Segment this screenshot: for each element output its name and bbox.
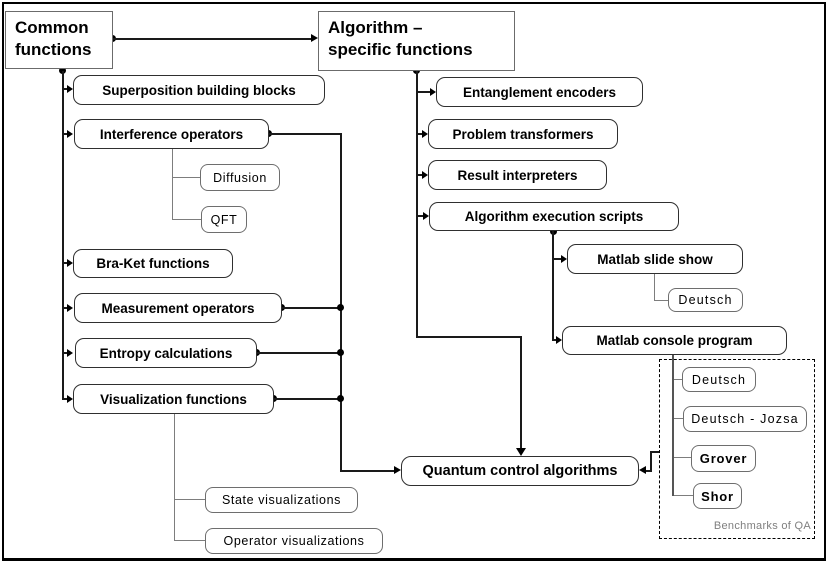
arrowhead-entropy [67, 349, 73, 357]
arrowhead-matlab-slide [561, 255, 567, 263]
node-matlab-slide-show: Matlab slide show [567, 244, 743, 274]
algorithm-trunk-line [416, 71, 418, 338]
node-entropy-calculations: Entropy calculations [75, 338, 257, 368]
branch-line-benchmark-deutsch [674, 379, 682, 380]
branch-line-diffusion [172, 177, 200, 178]
node-quantum-control-algorithms: Quantum control algorithms [401, 456, 639, 486]
exec-scripts-trunk-line [552, 231, 554, 341]
arrowhead-into-algorithm-box [311, 34, 318, 42]
edge-visualization-to-collector [274, 398, 342, 400]
node-benchmark-grover: Grover [691, 445, 756, 472]
interference-children-line [172, 149, 173, 220]
node-algorithm-execution-scripts: Algorithm execution scripts [429, 202, 679, 231]
branch-line [62, 307, 68, 309]
branch-line [417, 91, 430, 93]
node-benchmark-deutsch-jozsa: Deutsch - Jozsa [683, 406, 807, 432]
node-entanglement-encoders: Entanglement encoders [436, 77, 643, 107]
branch-line [417, 215, 423, 217]
node-benchmark-deutsch: Deutsch [682, 367, 756, 392]
branch-line [62, 262, 68, 264]
arrowhead-result [422, 171, 428, 179]
branch-line-deutsch [654, 300, 668, 301]
benchmarks-elbow-vertical [650, 451, 652, 472]
node-measurement-operators: Measurement operators [74, 293, 282, 323]
junction-dot [337, 304, 344, 311]
branch-line [62, 352, 68, 354]
branch-line [62, 88, 68, 90]
branch-line-operator-vis [174, 540, 205, 541]
arrowhead-interference [67, 130, 73, 138]
junction-dot [337, 395, 344, 402]
branch-line-benchmark-jozsa [674, 418, 683, 419]
node-qft: QFT [201, 206, 247, 233]
arrowhead-into-qca-top [516, 448, 526, 456]
arrowhead-visualization [67, 395, 73, 403]
node-state-visualizations: State visualizations [205, 487, 358, 513]
branch-line [553, 339, 556, 341]
algorithm-elbow-horizontal [416, 336, 522, 338]
node-operator-visualizations: Operator visualizations [205, 528, 383, 554]
arrowhead-measurement [67, 304, 73, 312]
node-matlab-slide-show-deutsch: Deutsch [668, 288, 743, 312]
node-algorithm-specific-functions: Algorithm – specific functions [318, 11, 515, 71]
node-matlab-console-program: Matlab console program [562, 326, 787, 355]
figure-border [2, 2, 826, 561]
junction-dot [59, 67, 66, 74]
edge-collector-to-qca [340, 470, 394, 472]
arrowhead-superposition [67, 85, 73, 93]
node-diffusion: Diffusion [200, 164, 280, 191]
branch-line-benchmark-grover [674, 457, 691, 458]
arrowhead-entanglement [430, 88, 436, 96]
arrowhead-problem [422, 130, 428, 138]
node-result-interpreters: Result interpreters [428, 160, 607, 190]
console-benchmarks-line [672, 355, 674, 496]
arrowhead-matlab-console [556, 336, 562, 344]
arrowhead-braket [67, 259, 73, 267]
common-trunk-line [62, 71, 64, 400]
arrowhead-into-qca-right [639, 466, 646, 474]
visualization-children-line [174, 414, 175, 541]
branch-line [62, 398, 68, 400]
node-benchmark-shor: Shor [693, 483, 742, 509]
branch-line-qft [172, 219, 201, 220]
arrowhead-into-qca-left [394, 466, 401, 474]
node-problem-transformers: Problem transformers [428, 119, 618, 149]
slide-show-child-line [654, 274, 655, 301]
node-common-functions: Common functions [5, 11, 113, 69]
branch-line [417, 174, 422, 176]
benchmarks-elbow-stub [645, 470, 651, 472]
branch-line-state-vis [174, 499, 205, 500]
collector-line [340, 133, 342, 471]
algorithm-elbow-vertical [520, 336, 522, 448]
edge-entropy-to-collector [257, 352, 342, 354]
node-visualization-functions: Visualization functions [73, 384, 274, 414]
node-interference-operators: Interference operators [74, 119, 269, 149]
branch-line [553, 258, 561, 260]
edge-common-to-algorithm [113, 38, 311, 40]
arrowhead-algo-exec [423, 212, 429, 220]
node-superposition-building-blocks: Superposition building blocks [73, 75, 325, 105]
benchmarks-group-box [659, 359, 815, 539]
benchmarks-caption: Benchmarks of QA [713, 520, 811, 532]
branch-line-benchmark-shor [674, 495, 693, 496]
node-bra-ket-functions: Bra-Ket functions [73, 249, 233, 278]
branch-line [62, 133, 68, 135]
branch-line [417, 133, 422, 135]
edge-measurement-to-collector [282, 307, 342, 309]
benchmarks-elbow-horizontal [651, 451, 659, 453]
edge-interference-to-collector [269, 133, 342, 135]
junction-dot [337, 349, 344, 356]
